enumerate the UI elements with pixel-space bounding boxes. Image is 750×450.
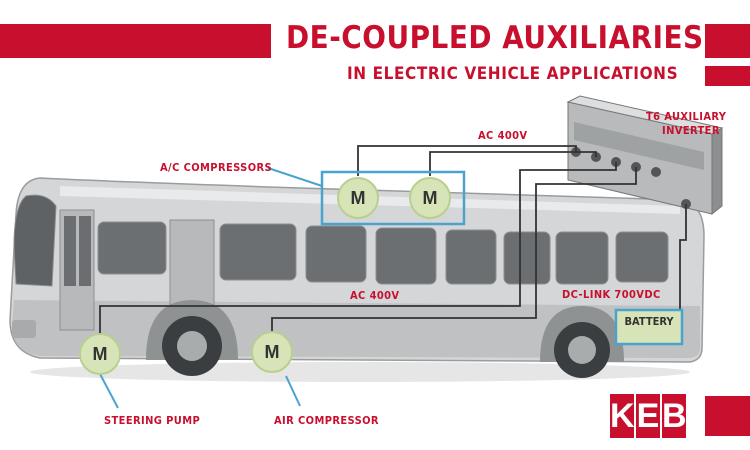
battery-label: BATTERY [624,315,674,328]
inverter-label-line2: INVERTER [662,124,720,137]
page-title: DE-COUPLED AUXILIARIES [286,20,704,56]
subtitle-bar-right [705,66,750,86]
motors [79,177,451,375]
air-compressor-motor: M [264,342,280,362]
ac-compressor-motor-2: M [422,188,438,208]
ac-compressor-box [320,170,466,226]
footer-bar [705,396,750,436]
ac-compressors-label: A/C COMPRESSORS [160,161,273,174]
header-bar-left [0,24,271,58]
keb-logo-k: K [610,394,635,438]
steering-pump-motor: M [92,344,108,364]
ac-400v-top-label: AC 400V [478,129,528,142]
keb-logo-b: B [662,394,687,438]
keb-logo-e: E [636,394,660,438]
leader-lines [99,167,323,409]
bus-body [9,177,705,378]
header-bar-right [705,24,750,58]
keb-logo: K E B [610,394,687,438]
ac-400v-mid-label: AC 400V [350,289,400,302]
page-subtitle: IN ELECTRIC VEHICLE APPLICATIONS [347,64,679,84]
battery-box [614,308,684,346]
wiring [99,145,687,334]
ac-compressor-motor-1: M [350,188,366,208]
steering-pump-label: STEERING PUMP [104,414,201,427]
inverter-label-line1: T6 AUXILIARY [646,110,727,123]
dc-link-label: DC-LINK 700VDC [562,288,661,301]
air-compressor-label: AIR COMPRESSOR [274,414,379,427]
inverter-unit [566,95,724,216]
